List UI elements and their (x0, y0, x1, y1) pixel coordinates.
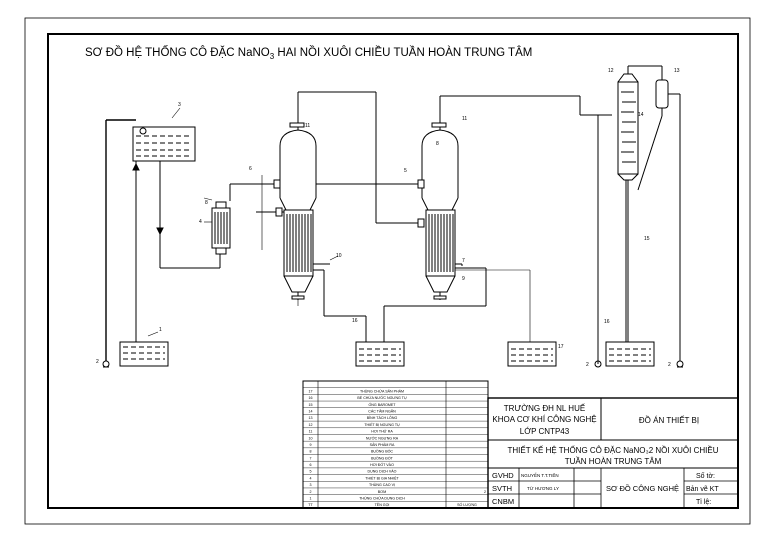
design-title-line2: TUẦN HOÀN TRUNG TÂM (565, 456, 662, 466)
pump-2-left (102, 119, 136, 368)
svg-text:8: 8 (205, 200, 208, 206)
gvhd-label: GVHD (492, 471, 514, 480)
parts-row-name: BUỒNG BỐC (371, 449, 393, 454)
svg-text:16: 16 (352, 318, 358, 324)
drawing-type: Bản vẽ KT (686, 486, 719, 493)
svg-text:1: 1 (159, 327, 162, 333)
school-name: TRƯỜNG ĐH NL HUẾ (504, 403, 585, 413)
parts-row-number: 14 (309, 410, 313, 414)
svg-text:17: 17 (558, 344, 564, 350)
page-outer-frame (24, 17, 751, 525)
svg-text:16: 16 (604, 319, 610, 325)
svg-text:3: 3 (178, 102, 181, 108)
parts-row-number: 11 (309, 430, 313, 434)
svg-text:14: 14 (638, 112, 644, 118)
title-block-text: TRƯỜNG ĐH NL HUẾ KHOA CƠ KHÍ CÔNG NGHỆ L… (492, 403, 719, 506)
parts-row-name: SẢN PHẨM RA (370, 442, 395, 447)
parts-row-name: THÙNG CHỨA DUNG DỊCH (359, 495, 405, 500)
parts-row-number: 17 (309, 389, 313, 393)
parts-qty-header: SỐ LƯỢNG (457, 502, 477, 507)
parts-row-number: 5 (310, 470, 312, 474)
parts-row-name: THÙNG CAO VỊ (369, 482, 395, 487)
parts-row-number: 13 (309, 416, 313, 420)
parts-row-number: 2 (310, 490, 312, 494)
component-numbers: 1 2 3 4 8 6 11 10 11 8 5 7 9 16 17 12 13… (96, 68, 680, 368)
parts-row-name: BÌNH TÁCH LỎNG (367, 415, 398, 420)
product-tank-17 (507, 341, 557, 367)
gvhd-name: NGUYỄN T.T.TIẾN (521, 472, 559, 478)
svth-label: SVTH (492, 484, 512, 493)
svg-text:7: 7 (462, 258, 465, 264)
title-block (487, 397, 739, 509)
parts-list-table (302, 380, 489, 509)
project-title: ĐỒ ÁN THIẾT BỊ (639, 415, 699, 425)
parts-row-qty: 2 (484, 490, 486, 494)
parts-row-number: 10 (309, 436, 313, 440)
condensate-tank-16-right (594, 115, 655, 368)
svg-text:12: 12 (608, 68, 614, 74)
parts-row-number: 9 (310, 443, 312, 447)
parts-row-name: BƠM (378, 490, 386, 494)
parts-row-number: 6 (310, 463, 312, 467)
svg-text:10: 10 (336, 253, 342, 259)
parts-row-number: 7 (310, 456, 312, 460)
drawing-title: SƠ ĐỒ HỆ THỐNG CÔ ĐẶC NaNO3 HAI NỒI XUÔI… (85, 45, 532, 61)
cnbm-label: CNBM (492, 497, 514, 506)
svg-text:5: 5 (404, 168, 407, 174)
class-name: LỚP CNTP43 (520, 427, 570, 436)
process-diagram (102, 65, 684, 368)
faculty-name: KHOA CƠ KHÍ CÔNG NGHỆ (492, 415, 596, 424)
svg-text:11: 11 (462, 116, 467, 122)
heater-4 (203, 183, 278, 268)
parts-row-number: 8 (310, 450, 312, 454)
evaporator-2 (297, 95, 612, 342)
parts-row-name: NƯỚC NGƯNG RA (366, 435, 399, 440)
parts-row-name: HƠI THỨ RA (371, 429, 393, 434)
parts-row-name: DUNG DỊCH VÀO (368, 470, 397, 474)
liquid-separator-13 (637, 79, 681, 361)
parts-row-number: 1 (310, 496, 312, 500)
pump-2-right (676, 360, 684, 368)
svg-text:2: 2 (586, 362, 589, 368)
svg-text:13: 13 (674, 68, 680, 74)
head-tank-3 (132, 107, 220, 342)
svg-text:4: 4 (199, 219, 202, 225)
parts-row-name: HƠI ĐỐT VÀO (370, 462, 394, 467)
parts-row-number: 16 (309, 396, 313, 400)
parts-row-number: 15 (309, 403, 313, 407)
svg-text:2: 2 (96, 359, 99, 365)
parts-row-number: TT (308, 503, 313, 507)
parts-row-name: ỐNG BAROMET (369, 402, 397, 407)
parts-row-number: 12 (309, 423, 313, 427)
svg-text:2: 2 (668, 362, 671, 368)
svg-text:15: 15 (644, 236, 650, 242)
sheet-number: Số tờ: (696, 471, 715, 480)
parts-row-name: THIẾT BỊ GIA NHIỆT (365, 475, 399, 480)
solution-tank-1 (119, 331, 169, 367)
parts-row-name: BỂ CHỨA NƯỚC NGƯNG TỤ (357, 395, 407, 400)
svg-text:9: 9 (462, 276, 465, 282)
scale: Tỉ lệ: (696, 498, 711, 506)
svth-name: TỪ HƯƠNG LY (527, 485, 559, 491)
svg-text:11: 11 (305, 123, 310, 129)
parts-row-name: TÊN GỌI (375, 502, 390, 507)
parts-row-number: 4 (310, 476, 312, 480)
parts-row-number: 3 (310, 483, 312, 487)
svg-text:8: 8 (436, 141, 439, 147)
parts-row-name: THÙNG CHỨA SẢN PHẨM (360, 388, 404, 393)
parts-row-name: CÁC TẤM NGĂN (368, 410, 396, 414)
parts-row-name: BUỒNG ĐỐT (371, 455, 394, 460)
drawing-name: SƠ ĐỒ CÔNG NGHỆ (606, 483, 679, 493)
parts-row-name: THIẾT BỊ NGƯNG TỤ (364, 422, 400, 427)
evaporator-1 (256, 91, 424, 342)
svg-text:6: 6 (249, 166, 252, 172)
condensate-tank-16-middle (355, 341, 405, 367)
condenser-12 (617, 65, 663, 342)
design-title-line1: THIẾT KẾ HỆ THỐNG CÔ ĐẶC NaNO₃2 NỒI XUÔI… (508, 445, 719, 455)
